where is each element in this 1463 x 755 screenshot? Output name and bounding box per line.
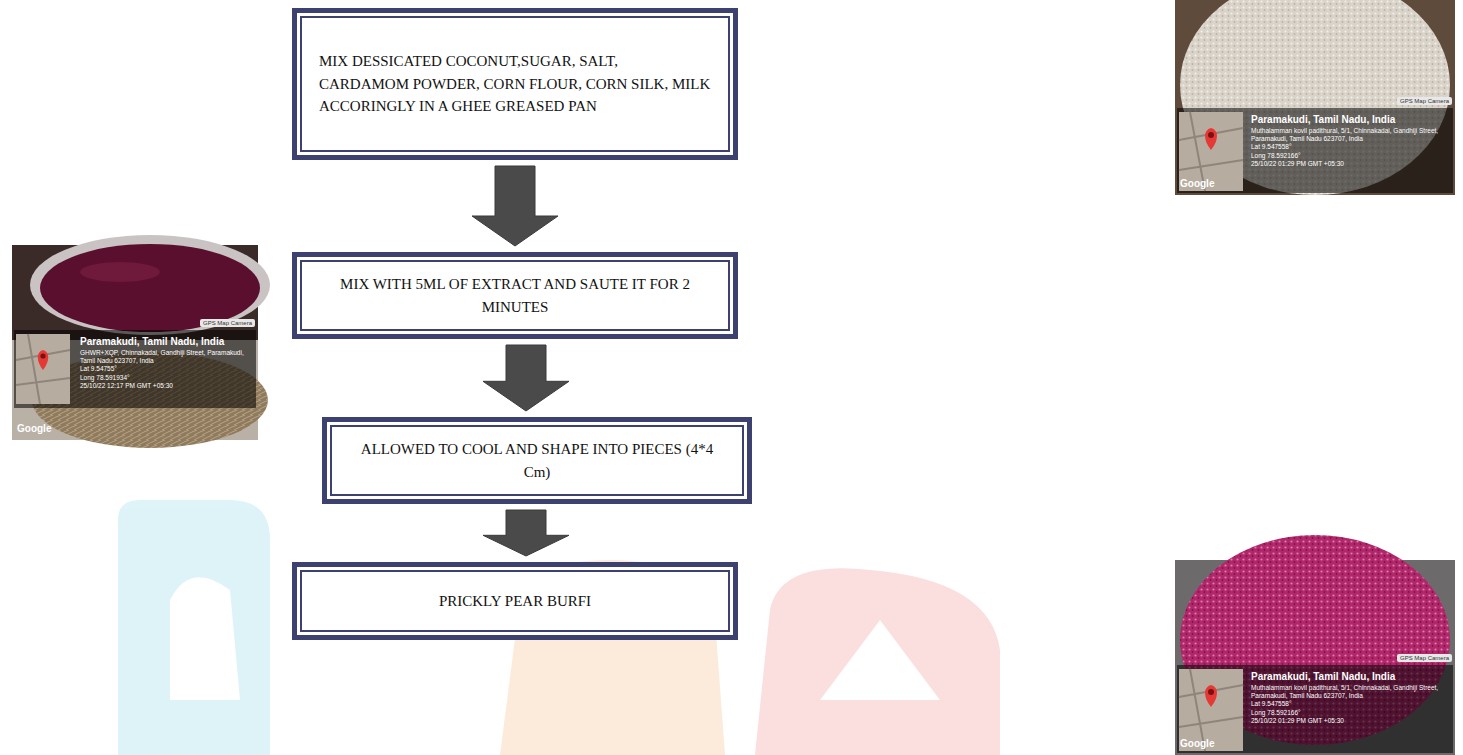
place-name: Paramakudi, Tamil Nadu, India [1251, 671, 1449, 684]
process-box: ALLOWED TO COOL AND SHAPE INTO PIECES (4… [322, 417, 752, 504]
timestamp-text: 25/10/22 01:29 PM GMT +05:30 [1251, 160, 1449, 168]
flow-arrow [472, 166, 558, 246]
camera-badge: GPS Map Camera [200, 319, 255, 327]
step-text: ALLOWED TO COOL AND SHAPE INTO PIECES (4… [349, 438, 725, 483]
watermark [118, 500, 1000, 755]
map-brand: Google [17, 423, 51, 434]
place-name: Paramakudi, Tamil Nadu, India [1251, 114, 1449, 127]
longitude-text: Long 78.592166° [1251, 709, 1449, 717]
latitude-text: Lat 9.547558° [1251, 700, 1449, 708]
flow-arrow [483, 510, 569, 556]
process-box: PRICKLY PEAR BURFI [292, 562, 738, 640]
photo-caption: Paramakudi, Tamil Nadu, IndiaMuthalamman… [1251, 114, 1449, 169]
longitude-text: Long 78.592166° [1251, 152, 1449, 160]
flow-arrow [483, 345, 569, 411]
step-text: MIX WITH 5ML OF EXTRACT AND SAUTE IT FOR… [319, 273, 711, 318]
photo-caption: Paramakudi, Tamil Nadu, IndiaGHWR+XQP, C… [80, 336, 252, 391]
address-text: Muthalamman kovil padithural, 5/1, Chinn… [1251, 684, 1449, 701]
longitude-text: Long 78.591934° [80, 374, 252, 382]
camera-badge: GPS Map Camera [1397, 97, 1452, 105]
process-box: MIX DESSICATED COCONUT,SUGAR, SALT, CARD… [292, 8, 738, 160]
photo-prickly-pear-burfi [1175, 535, 1455, 755]
map-brand: Google [1180, 738, 1214, 749]
timestamp-text: 25/10/22 01:29 PM GMT +05:30 [1251, 717, 1449, 725]
place-name: Paramakudi, Tamil Nadu, India [80, 336, 252, 349]
timestamp-text: 25/10/22 12:17 PM GMT +05:30 [80, 382, 252, 390]
photo-extract-and-silk [12, 235, 270, 448]
photo-caption: Paramakudi, Tamil Nadu, IndiaMuthalamman… [1251, 671, 1449, 726]
map-brand: Google [1180, 178, 1214, 189]
camera-badge: GPS Map Camera [1397, 654, 1452, 662]
step-text: MIX DESSICATED COCONUT,SUGAR, SALT, CARD… [319, 50, 711, 118]
process-box: MIX WITH 5ML OF EXTRACT AND SAUTE IT FOR… [292, 252, 738, 339]
address-text: GHWR+XQP, Chinnakadai, Gandhiji Street, … [80, 349, 252, 366]
latitude-text: Lat 9.54755° [80, 365, 252, 373]
latitude-text: Lat 9.547558° [1251, 143, 1449, 151]
photo-coconut-mix [1175, 0, 1455, 195]
step-text: PRICKLY PEAR BURFI [319, 590, 711, 613]
address-text: Muthalamman kovil padithural, 5/1, Chinn… [1251, 127, 1449, 144]
